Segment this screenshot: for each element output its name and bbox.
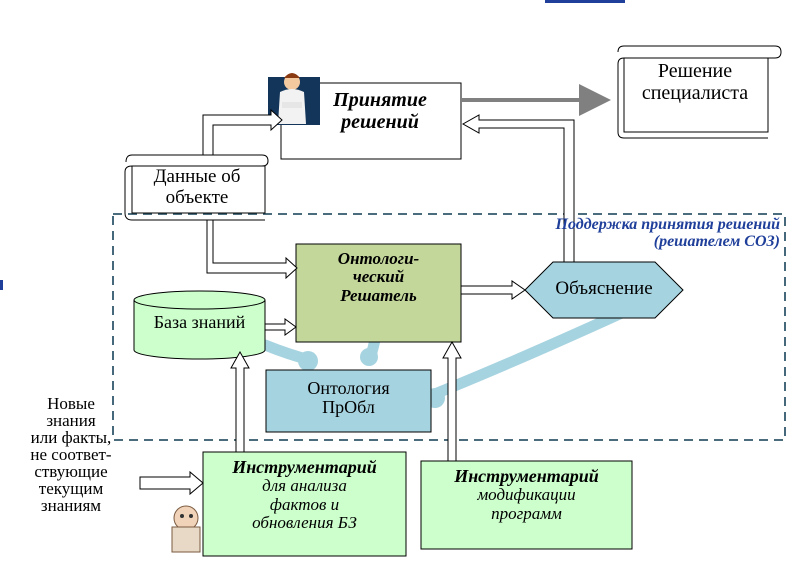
new-knowledge-line1: Новые [47, 394, 95, 413]
solver-line3: Решатель [340, 285, 417, 305]
solver-line2: ческий [352, 267, 405, 287]
decision-box-label: Принятие решений [300, 89, 460, 133]
new-knowledge-line6: текущим [38, 479, 104, 498]
specialist-decision-scroll [617, 45, 782, 139]
toolkit-analysis-title: Инструментарий [232, 457, 377, 477]
toolkit-modification-line1: модификации [477, 485, 576, 505]
support-region-line2: (решателем СОЗ) [653, 233, 780, 251]
object-data-scroll [124, 154, 269, 221]
ontology-line1: Онтология [307, 378, 390, 398]
knowledge-base-cylinder [133, 290, 266, 360]
toolkit-analysis-line3: обновления БЗ [252, 513, 357, 533]
object-data-line1: Данные об [153, 166, 241, 187]
new-knowledge-line3: или факты, [30, 428, 112, 447]
title-fragment-shape [545, 0, 625, 3]
specialist-person-icon [268, 73, 320, 125]
flow-arrows [139, 108, 575, 496]
knowledge-base-text: База знаний [153, 312, 246, 332]
explanation-hexagon [524, 261, 684, 319]
ontology-line2: ПрОбл [322, 397, 375, 418]
specialist-decision-line2: специалиста [641, 81, 749, 104]
decision-box-line2: решений [341, 110, 419, 133]
specialist-decision-line1: Решение [657, 60, 733, 82]
object-data-label: Данные об объекте [130, 166, 264, 208]
toolkit-analysis-line1: для анализа [262, 476, 347, 496]
support-region-title: Поддержка принятия решений (решателем СО… [440, 216, 780, 251]
new-knowledge-line7: знаниям [40, 496, 102, 515]
toolkit-modification-line2: программ [491, 503, 562, 523]
new-knowledge-line5: ствующие [34, 462, 108, 481]
connector-blobs [298, 348, 445, 408]
decision-box-line1: Принятие [333, 89, 427, 111]
new-knowledge-label: Новые знания или факты, не соответ- ству… [2, 395, 140, 514]
solver-label: Онтологи- ческий Решатель [296, 249, 461, 305]
toolkit-modification-box [420, 460, 633, 550]
specialist-decision-label: Решение специалиста [622, 60, 768, 104]
left-edge-mark [0, 280, 3, 290]
ontology-label: Онтология ПрОбл [266, 378, 431, 418]
object-data-line2: объекте [165, 186, 229, 208]
explanation-text: Объяснение [555, 278, 653, 299]
toolkit-modification-label: Инструментарий модификации программ [421, 466, 632, 523]
ontology-box [265, 369, 432, 433]
developer-person-icon [171, 505, 201, 553]
toolkit-analysis-line2: фактов и [269, 494, 340, 514]
knowledge-base-label: База знаний [134, 312, 265, 332]
toolkit-modification-title: Инструментарий [454, 466, 599, 486]
support-region-line1: Поддержка принятия решений [555, 216, 780, 233]
solver-line1: Онтологи- [337, 249, 420, 268]
toolkit-analysis-label: Инструментарий для анализа фактов и обно… [203, 457, 406, 533]
new-knowledge-line2: знания [46, 411, 96, 430]
new-knowledge-line4: не соответ- [30, 445, 112, 464]
toolkit-analysis-box [202, 451, 407, 557]
explanation-label: Объяснение [530, 278, 678, 300]
